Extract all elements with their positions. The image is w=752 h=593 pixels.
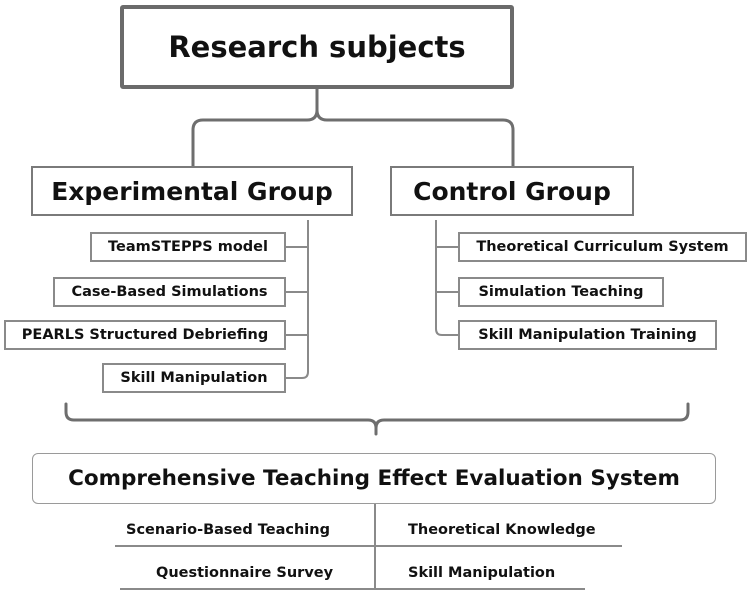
evaluation-right-item: Skill Manipulation [408,565,556,581]
experimental-item: Case-Based Simulations [53,277,286,307]
control-trunk-line [435,220,458,336]
control-item: Skill Manipulation Training [458,320,717,350]
root-to-groups-connector [191,87,319,168]
evaluation-system-box: Comprehensive Teaching Effect Evaluation… [32,453,716,504]
brace-connector [64,402,690,436]
evaluation-left-item: Questionnaire Survey [156,565,334,581]
experimental-item: Skill Manipulation [102,363,286,393]
evaluation-right-item: Theoretical Knowledge [408,522,596,538]
experimental-trunk-line [286,220,309,379]
experimental-group-box: Experimental Group [31,166,353,216]
control-item: Simulation Teaching [458,277,664,307]
evaluation-left-item: Scenario-Based Teaching [126,522,330,538]
experimental-item: PEARLS Structured Debriefing [4,320,286,350]
research-subjects-box: Research subjects [120,5,514,89]
control-item: Theoretical Curriculum System [458,232,747,262]
control-group-box: Control Group [390,166,634,216]
experimental-item: TeamSTEPPS model [90,232,286,262]
